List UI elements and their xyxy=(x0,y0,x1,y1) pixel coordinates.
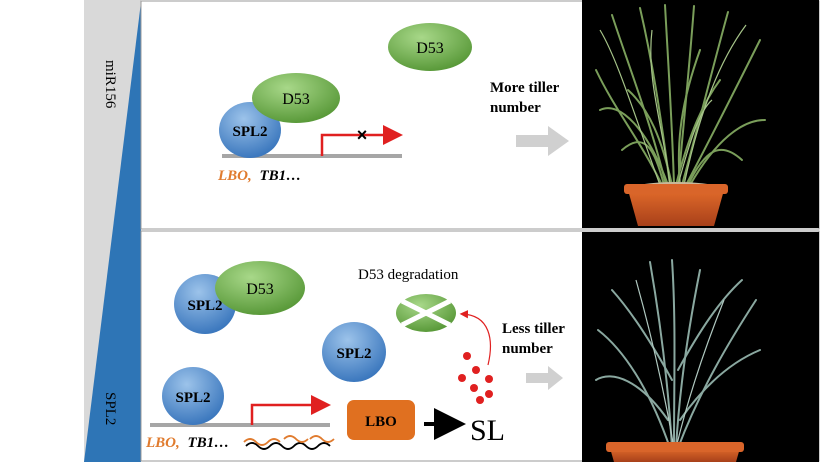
plant-photo-less-tillers xyxy=(582,232,819,462)
gene-tb1: TB1… xyxy=(260,168,302,184)
outcome-arrow-bottom xyxy=(526,366,563,390)
gene-lbo: LBO, xyxy=(217,168,252,184)
sl-molecules xyxy=(458,352,493,404)
outcome-arrow xyxy=(516,126,569,156)
gene-lbo-bottom: LBO, xyxy=(145,435,180,451)
top-panel: D53 SPL2 D53 × LBO, TB1… More tiller num… xyxy=(217,0,819,228)
spl2-complex-label: SPL2 xyxy=(187,298,222,314)
d53-complex-label: D53 xyxy=(246,281,274,298)
blocked-mark: × xyxy=(357,125,368,145)
spl2-ellipse-free xyxy=(322,322,386,382)
gene-labels-bottom: LBO, TB1… xyxy=(145,435,229,451)
d53-degraded-icon xyxy=(396,294,456,332)
spl2-ellipse-bound xyxy=(162,367,224,425)
plant-photo-more-tillers xyxy=(582,0,819,228)
promoter-arrow xyxy=(320,125,403,156)
mrna-transcripts xyxy=(243,435,335,450)
spl2-free-label: SPL2 xyxy=(336,346,371,362)
d53-ellipse-bound xyxy=(252,73,340,123)
gene-tb1-bottom: TB1… xyxy=(188,435,230,451)
left-bar-bottom-label: SPL2 xyxy=(102,392,118,425)
outcome-text-line1: More tiller xyxy=(490,80,560,96)
degradation-arrow xyxy=(459,310,491,366)
promoter-arrow-active xyxy=(250,395,331,425)
outcome-text-bottom-line1: Less tiller xyxy=(502,321,565,337)
d53-label: D53 xyxy=(416,40,444,57)
gene-labels: LBO, TB1… xyxy=(217,168,301,184)
lbo-box-label: LBO xyxy=(365,414,397,430)
left-gradient-bar: miR156 SPL2 xyxy=(84,0,141,462)
lbo-box xyxy=(347,400,415,440)
bar-blue-wedge xyxy=(84,2,141,462)
sl-label: SL xyxy=(470,414,505,447)
outcome-text-bottom-line2: number xyxy=(502,341,553,357)
outcome-text-line2: number xyxy=(490,100,541,116)
d53-ellipse xyxy=(388,23,472,71)
bottom-panel: SPL2 D53 SPL2 SPL2 LBO, TB1… LBO SL xyxy=(145,232,819,462)
d53-ellipse-complex xyxy=(215,261,305,315)
degradation-label: D53 degradation xyxy=(358,267,459,283)
left-bar-top-label: miR156 xyxy=(102,60,118,109)
spl2-bound-label: SPL2 xyxy=(175,390,210,406)
d53-bound-label: D53 xyxy=(282,91,310,108)
spl2-label: SPL2 xyxy=(232,124,267,140)
